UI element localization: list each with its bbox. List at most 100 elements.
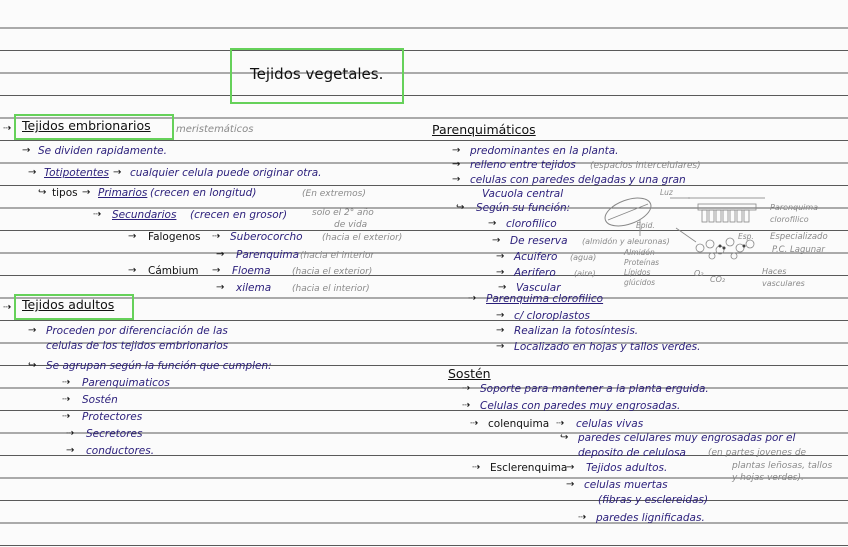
epidermis-row — [697, 203, 757, 211]
line: celulas vivas — [576, 418, 644, 430]
line: paredes celulares muy engrosadas por el — [578, 432, 796, 444]
primarios: Primarios — [98, 187, 148, 199]
line-note: (espacios intercelulares) — [590, 161, 701, 171]
arrow-icon: ⇢ — [212, 231, 221, 242]
diagram-label: Luz — [660, 188, 673, 197]
heading-embrionarios: Tejidos embrionarios — [22, 118, 151, 133]
adultos-item: Protectores — [82, 411, 143, 423]
adultos-item: Sostén — [82, 394, 118, 406]
arrow-icon: → — [216, 249, 225, 260]
suber-note: (hacia el exterior) — [322, 233, 403, 243]
arrow-icon: → — [82, 187, 91, 198]
arrow-icon: → — [212, 265, 221, 276]
arrow-icon: ⇢ — [556, 418, 565, 429]
arrow-icon: → — [452, 159, 461, 170]
line: Totipotentes — [44, 167, 109, 179]
line: Realizan la fotosíntesis. — [514, 325, 639, 337]
arrow-icon: → — [452, 145, 461, 156]
line: celulas con paredes delgadas y una gran — [470, 174, 686, 186]
heading-sosten: Sostén — [448, 366, 491, 381]
diagram-label: Parenquima clorofilico — [770, 203, 819, 224]
suber: Suberocorcho — [230, 231, 303, 243]
diagram-label: Esp. — [738, 232, 754, 241]
funcion: Según su función: — [476, 202, 571, 214]
adultos-item: conductores. — [86, 445, 155, 457]
line: Se agrupan según la función que cumplen: — [46, 360, 272, 372]
secundarios-note: solo el 2° año — [312, 208, 374, 218]
line: Celulas con paredes muy engrosadas. — [480, 400, 681, 412]
note-meristematicos: meristemáticos — [176, 124, 254, 135]
arrow-icon: → — [496, 267, 505, 278]
aside-note: Proteínas — [624, 258, 660, 267]
arrow-icon: → — [496, 341, 505, 352]
line-note: plantas leñosas, tallos — [732, 461, 833, 471]
arrow-icon: ⇢ — [462, 383, 471, 394]
line: (fibras y esclereidas) — [598, 494, 709, 506]
heading-adultos: Tejidos adultos — [22, 297, 115, 312]
heading-bracket — [14, 294, 134, 320]
parenquima-note: (hacia el interior — [300, 251, 375, 261]
diagram-label: Epid. — [636, 221, 655, 230]
funcion-item: Acuifero — [514, 251, 558, 263]
leaf-sketch — [604, 197, 652, 227]
funcion-item: Aerifero — [514, 267, 556, 279]
spongy-cells — [695, 237, 755, 260]
vascular-bundle — [718, 244, 746, 250]
line-note: (en partes jovenes de — [708, 448, 807, 458]
funcion-item: clorofilico — [506, 218, 557, 230]
arrow-icon: ↪ — [28, 360, 37, 371]
arrow-icon: → — [496, 251, 505, 262]
bullet-arrow-icon: ⇢ — [3, 302, 12, 313]
aside-note: Lípidos — [624, 268, 651, 277]
line: Proceden por diferenciación de las — [46, 325, 228, 337]
arrow-icon: → — [566, 479, 575, 490]
tipos-label: tipos — [52, 187, 78, 199]
arrow-icon: ⇢ — [578, 512, 587, 523]
arrow-icon: ⇢ — [470, 418, 479, 429]
secundarios-desc: (crecen en grosor) — [190, 209, 288, 221]
line: celulas de los tejidos embrionarios — [46, 340, 229, 352]
arrow-icon: → — [566, 462, 575, 473]
palisade-cells — [701, 209, 750, 223]
arrow-icon: → — [128, 231, 137, 242]
bullet-arrow-icon: ⇢ — [3, 123, 12, 134]
line: deposito de celulosa — [578, 447, 686, 459]
arrow-icon: ⇢ — [62, 394, 71, 405]
funcion-note: (almidón y aleuronas) — [582, 237, 670, 246]
cambium: Cámbium — [148, 265, 199, 277]
diagram-label: O₂ — [694, 269, 704, 278]
secundarios: Secundarios — [112, 209, 177, 221]
line: Vacuola central — [482, 188, 564, 200]
diagram-label: Especializado — [770, 232, 828, 242]
arrow-icon: → — [452, 174, 461, 185]
line: Localizado en hojas y tallos verdes. — [514, 341, 701, 353]
diagram-label: Haces vasculares — [762, 267, 805, 288]
line: celulas muertas — [584, 479, 668, 491]
funcion-note: (agua) — [570, 253, 597, 262]
arrow-icon: → — [28, 325, 37, 336]
leaf-diagram — [604, 197, 765, 260]
diagram-label: P.C. Lagunar — [772, 245, 825, 255]
esclerenquima: Esclerenquima — [490, 462, 568, 474]
arrow-icon: → — [498, 282, 507, 293]
arrow-icon: → — [496, 310, 505, 321]
line: c/ cloroplastos — [514, 310, 591, 322]
xilema: xilema — [236, 282, 272, 294]
funcion-item: Vascular — [516, 282, 561, 294]
line-note: y hojas verdes). — [732, 473, 804, 483]
colenquima: colenquima — [488, 418, 550, 430]
arrow-icon: ⇢ — [468, 293, 477, 304]
arrow-icon: → — [66, 445, 75, 456]
diagram-label: CO₂ — [710, 275, 726, 284]
adultos-item: Parenquimaticos — [82, 377, 170, 389]
secundarios-note: de vida — [334, 220, 368, 230]
arrow-icon: → — [113, 167, 122, 178]
page-title: Tejidos vegetales. — [250, 65, 384, 83]
arrow-icon: ⇢ — [462, 400, 471, 411]
parenquima: Parenquima — [236, 249, 300, 261]
arrow-icon: → — [496, 325, 505, 336]
primarios-desc: (crecen en longitud) — [150, 187, 257, 199]
arrow-icon: ↪ — [38, 187, 47, 198]
line: cualquier celula puede originar otra. — [130, 167, 322, 179]
